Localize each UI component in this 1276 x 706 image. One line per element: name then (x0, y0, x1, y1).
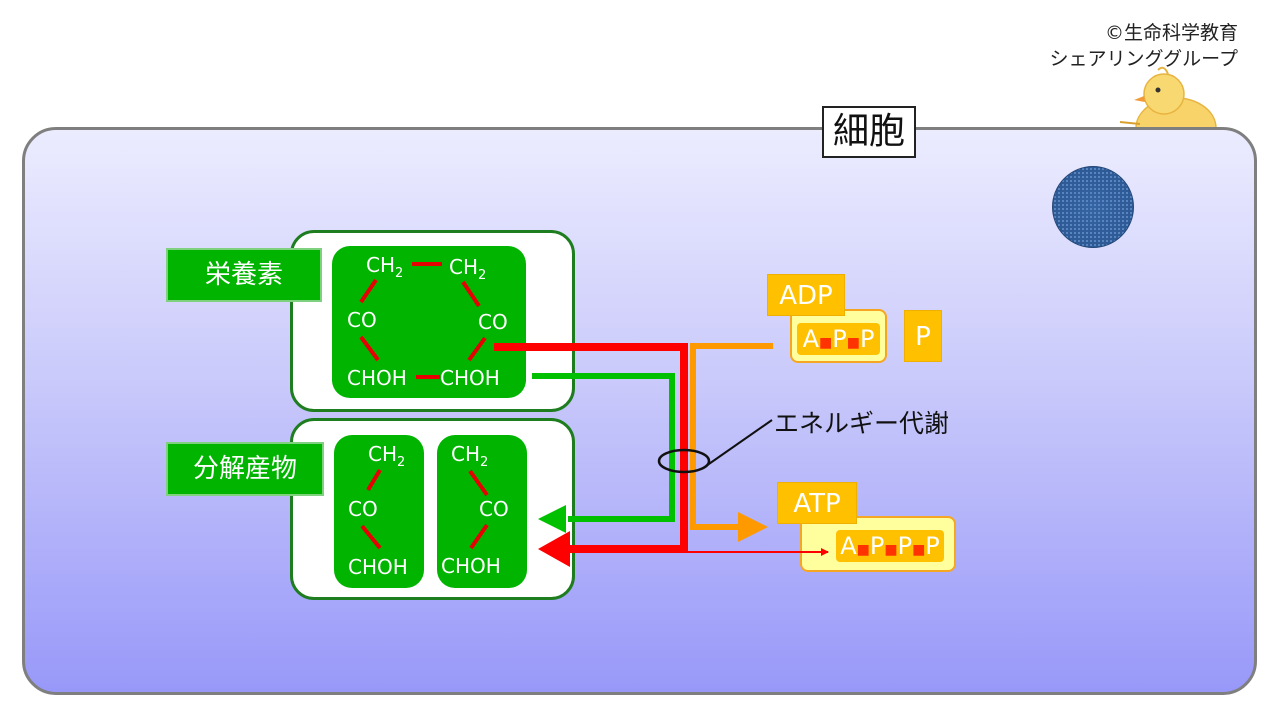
product-left-ch2: CH2 (368, 442, 406, 470)
bond-lower-right (467, 336, 487, 362)
orange-pathway (690, 343, 773, 530)
phosphate-label: P (904, 310, 942, 362)
bond-upper-left (359, 278, 378, 304)
product-right-bond-2 (469, 523, 489, 550)
adp-formula: A■P■P (797, 323, 880, 355)
nutrient-choh-left: CHOH (347, 366, 407, 390)
green-arrowhead (538, 505, 566, 533)
product-left-card (334, 435, 424, 588)
credit-line-1: ©生命科学教育 (1104, 22, 1238, 44)
product-right-co: CO (479, 497, 509, 521)
product-right-ch2: CH2 (451, 442, 489, 470)
product-left-co: CO (348, 497, 378, 521)
metabolism-leader-line (705, 419, 773, 467)
nutrient-co-right: CO (478, 310, 508, 334)
nucleus (1052, 166, 1134, 248)
cell-label: 細胞 (822, 106, 916, 158)
product-right-card (437, 435, 527, 588)
atp-formula: A■P■P■P (836, 530, 944, 562)
energy-metabolism-label: エネルギー代謝 (774, 409, 950, 438)
orange-arrowhead (738, 512, 768, 542)
red-pathway (494, 343, 688, 553)
nutrient-ch2-left: CH2 (366, 253, 404, 281)
nutrient-label: 栄養素 (166, 248, 322, 302)
nutrient-choh-right: CHOH (440, 366, 500, 390)
nutrient-ch2-right: CH2 (449, 255, 487, 283)
atp-label: ATP (777, 482, 857, 524)
nutrient-bonds (359, 262, 487, 379)
products-label: 分解産物 (166, 442, 324, 496)
red-arrowhead (538, 531, 570, 567)
bond-upper-right (461, 280, 481, 308)
nutrient-co-left: CO (347, 308, 377, 332)
product-left-bond-1 (366, 468, 382, 492)
nutrient-molecule-card (332, 246, 526, 398)
cell-membrane (22, 127, 1257, 695)
credit-line-2: シェアリンググループ (1049, 48, 1238, 70)
product-left-choh: CHOH (348, 555, 408, 579)
adp-label: ADP (767, 274, 845, 316)
credit: ©生命科学教育 シェアリンググループ (1050, 20, 1238, 72)
product-right-choh: CHOH (441, 554, 501, 578)
bond-lower-left (359, 335, 380, 362)
coupling-ring (657, 448, 711, 474)
product-right-bond-1 (468, 469, 489, 497)
product-bonds (360, 468, 489, 550)
product-left-bond-2 (360, 524, 382, 550)
green-pathway (532, 373, 675, 522)
